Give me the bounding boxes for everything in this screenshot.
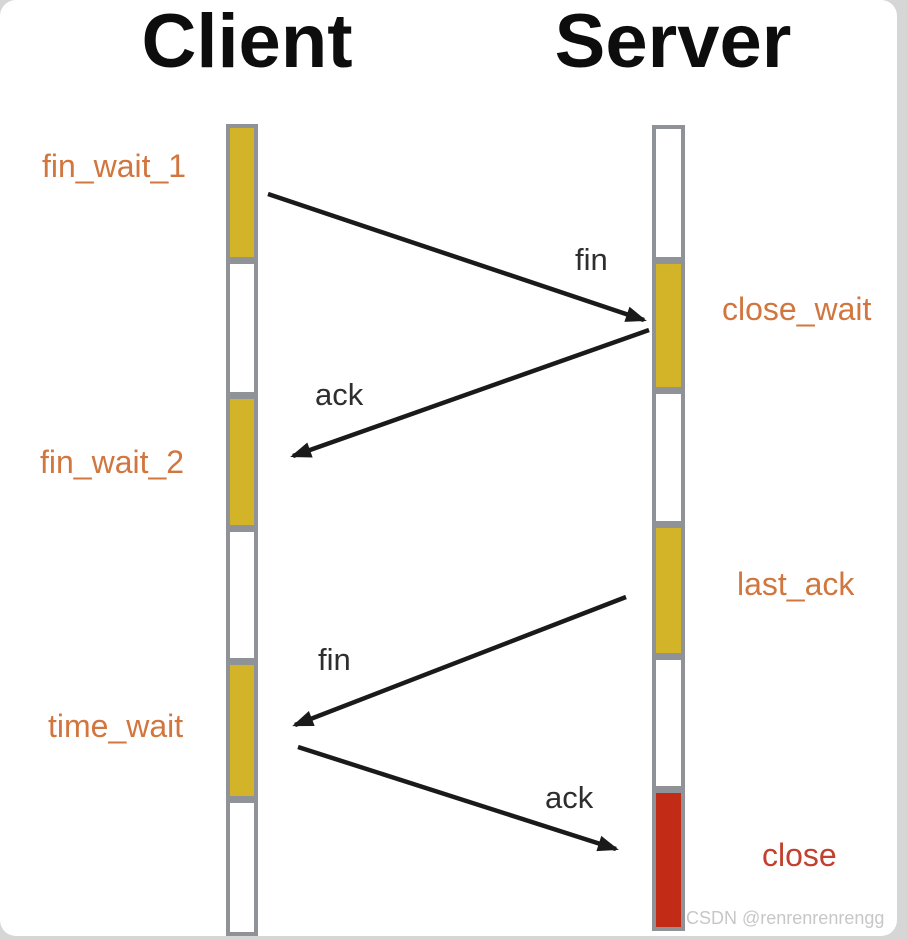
state-label-fin-wait-1: fin_wait_1 (42, 148, 187, 184)
arrow-label-ack-1: ack (315, 377, 364, 412)
client-title: Client (141, 0, 353, 84)
client-segment-fin_wait_1 (230, 128, 254, 257)
state-label-time-wait: time_wait (48, 708, 184, 744)
server-segment-close_wait (656, 264, 681, 387)
server-segment-last_ack (656, 528, 681, 653)
state-label-close-wait: close_wait (722, 291, 872, 327)
client-segment-time_wait (230, 665, 254, 796)
server-lifeline (652, 125, 685, 931)
state-label-close: close (762, 837, 837, 873)
arrow-fin-0 (267, 191, 647, 323)
server-segment-idle (656, 129, 681, 257)
arrow-label-ack-2: ack (545, 780, 594, 815)
arrow-fin-2 (292, 594, 627, 728)
arrow-label-fin-2: fin (318, 642, 351, 677)
client-segment-idle (230, 803, 254, 932)
state-label-last-ack: last_ack (737, 566, 855, 602)
arrow-label-fin-1: fin (575, 242, 608, 277)
client-segment-fin_wait_2 (230, 399, 254, 525)
server-title: Server (554, 0, 792, 84)
client-segment-idle (230, 264, 254, 392)
watermark: CSDN @renrenrenrengg (686, 908, 885, 928)
client-segment-idle (230, 532, 254, 658)
client-lifeline (226, 124, 258, 936)
state-label-fin-wait-2: fin_wait_2 (40, 444, 185, 480)
server-segment-idle (656, 394, 681, 521)
arrow-ack-3 (297, 744, 619, 852)
server-segment-close (656, 793, 681, 927)
arrow-ack-1 (290, 327, 650, 459)
server-segment-idle (656, 660, 681, 786)
